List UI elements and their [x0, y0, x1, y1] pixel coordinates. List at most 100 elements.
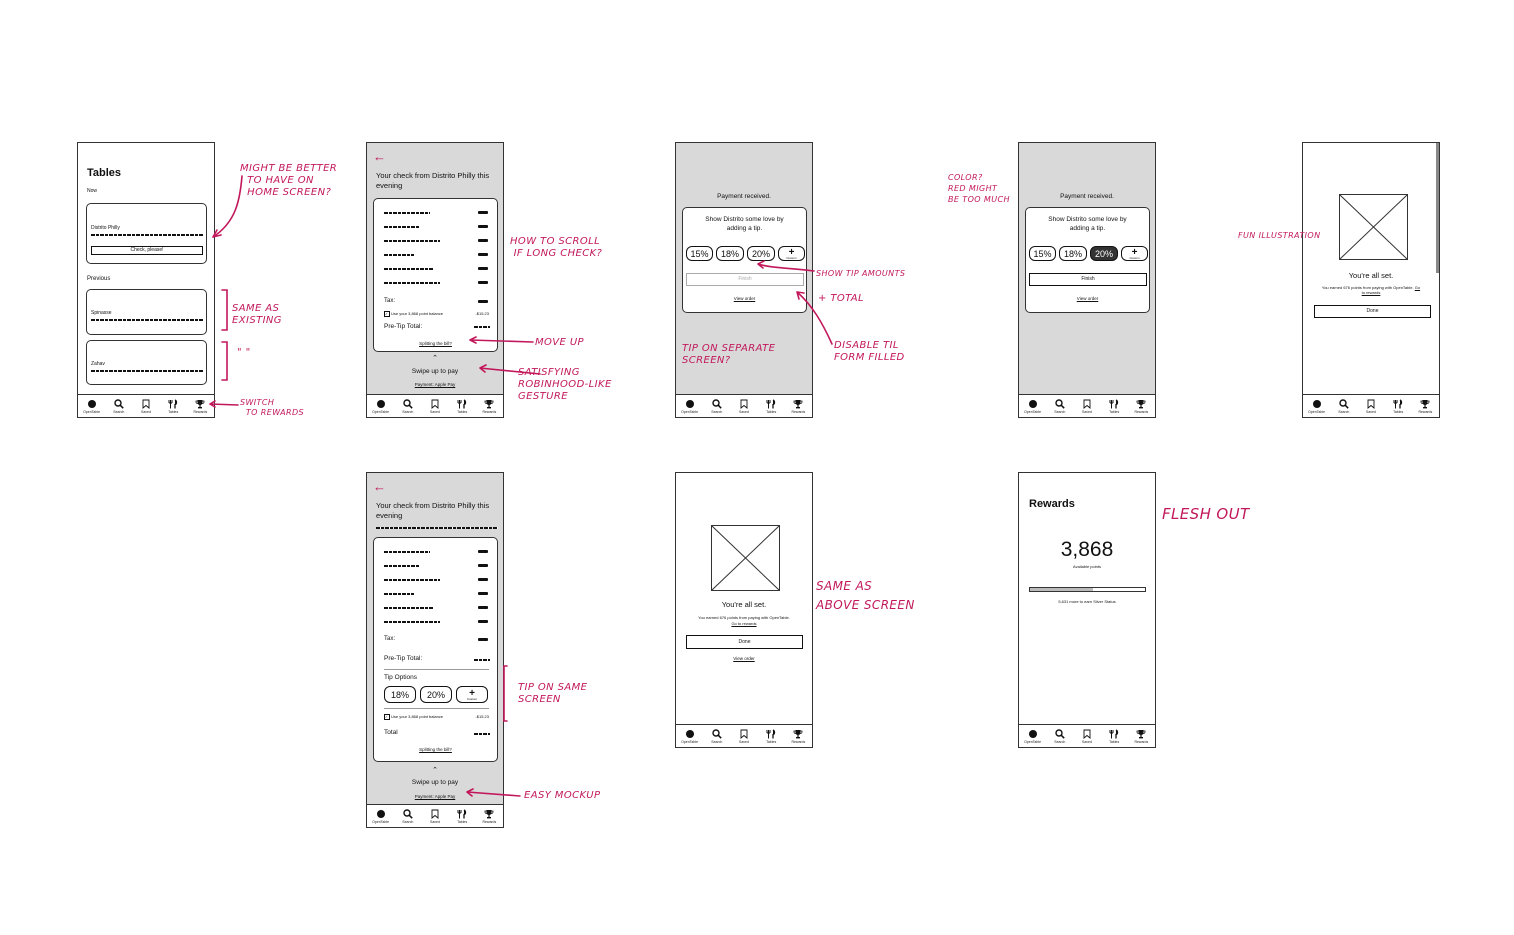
bookmark-icon — [1083, 399, 1091, 410]
tab-rewards[interactable]: Rewards — [786, 399, 811, 414]
dot-icon — [685, 399, 694, 410]
split-bill-link[interactable]: Splitting the bill? — [419, 341, 452, 346]
tab-search[interactable]: Search — [1047, 729, 1072, 744]
check-heading: Your check from Distrito Philly this eve… — [376, 501, 490, 520]
points-checkbox-icon[interactable]: ✓ — [384, 311, 390, 317]
tab-opentable[interactable]: OpenTable — [677, 729, 702, 744]
custom-tip-button[interactable]: + Custom — [778, 246, 805, 261]
go-to-rewards-link[interactable]: Go to rewards — [1361, 285, 1421, 295]
tab-rewards[interactable]: Rewards — [477, 809, 502, 824]
all-set-heading: You're all set. — [1348, 271, 1394, 280]
tip-18-button[interactable]: 18% — [1059, 246, 1087, 261]
tab-opentable[interactable]: OpenTable — [1020, 729, 1045, 744]
tab-search[interactable]: Search — [395, 399, 420, 414]
previous-card-zahav[interactable]: Zahav — [86, 340, 207, 385]
tip-15-button[interactable]: 15% — [1029, 246, 1056, 261]
tab-search[interactable]: Search — [395, 809, 420, 824]
screen-tip-separate: Payment received. Show Distrito some lov… — [675, 142, 813, 418]
tab-rewards[interactable]: Rewards — [1129, 729, 1154, 744]
tab-saved[interactable]: Saved — [1074, 399, 1099, 414]
finish-button-disabled[interactable]: Finish — [686, 273, 804, 286]
tab-tables[interactable]: Tables — [450, 809, 475, 824]
item-price — [478, 239, 488, 242]
back-arrow-icon[interactable]: ← — [373, 479, 386, 494]
tab-rewards[interactable]: Rewards — [1129, 399, 1154, 414]
payment-method-link[interactable]: Payment: Apple Pay — [414, 794, 456, 799]
tip-20-button-selected[interactable]: 20% — [1090, 246, 1118, 261]
custom-tip-button[interactable]: + Custom — [456, 686, 488, 703]
previous-card-spinasse[interactable]: Spinasse — [86, 289, 207, 335]
tab-tables[interactable]: Tables — [1102, 729, 1127, 744]
tab-tables[interactable]: Tables — [161, 399, 186, 414]
tab-search[interactable]: Search — [106, 399, 131, 414]
tab-rewards[interactable]: Rewards — [188, 399, 213, 414]
tab-rewards[interactable]: Rewards — [786, 729, 811, 744]
tab-opentable[interactable]: OpenTable — [1304, 399, 1329, 414]
tab-label: Tables — [168, 409, 179, 414]
tab-opentable[interactable]: OpenTable — [368, 809, 393, 824]
tab-rewards[interactable]: Rewards — [1413, 399, 1438, 414]
tab-tables[interactable]: Tables — [450, 399, 475, 414]
status-more-label: 5,631 more to earn Silver Status — [1058, 599, 1116, 604]
tab-tables[interactable]: Tables — [759, 399, 784, 414]
tab-tables[interactable]: Tables — [1386, 399, 1411, 414]
tab-tables[interactable]: Tables — [759, 729, 784, 744]
check-heading: Your check from Distrito Philly this eve… — [376, 171, 490, 190]
tab-search[interactable]: Search — [704, 399, 729, 414]
tab-search[interactable]: Search — [1047, 399, 1072, 414]
split-bill-link[interactable]: Splitting the bill? — [419, 747, 452, 752]
scrollbar[interactable] — [1436, 143, 1439, 273]
view-order-link[interactable]: View order — [1076, 296, 1099, 301]
swipe-up-label[interactable]: Swipe up to pay — [411, 368, 459, 375]
finish-button[interactable]: Finish — [1029, 273, 1147, 286]
tab-saved[interactable]: Saved — [731, 729, 756, 744]
tip-18-button[interactable]: 18% — [384, 686, 416, 703]
swipe-up-label[interactable]: Swipe up to pay — [411, 779, 459, 786]
tab-saved[interactable]: Saved — [422, 809, 447, 824]
tab-opentable[interactable]: OpenTable — [677, 399, 702, 414]
now-reservation-card[interactable]: Distrito Philly Check, please! — [86, 203, 207, 264]
view-order-link[interactable]: View order — [733, 296, 756, 301]
custom-label: Custom — [1129, 255, 1140, 260]
tab-opentable[interactable]: OpenTable — [79, 399, 104, 414]
tip-20-button[interactable]: 20% — [747, 246, 775, 261]
tab-search[interactable]: Search — [1331, 399, 1356, 414]
bookmark-icon — [740, 729, 748, 740]
points-checkbox-icon[interactable]: ✓ — [384, 714, 390, 720]
bookmark-icon — [431, 809, 439, 820]
tab-tables[interactable]: Tables — [1102, 399, 1127, 414]
points-earned-text: You earned 676 points from paying with O… — [1303, 285, 1439, 295]
tip-15-button[interactable]: 15% — [686, 246, 713, 261]
tab-opentable[interactable]: OpenTable — [368, 399, 393, 414]
screen-check-with-tips: ← Your check from Distrito Philly this e… — [366, 472, 504, 828]
item-price — [478, 267, 488, 270]
tip-20-button[interactable]: 20% — [420, 686, 452, 703]
tip-18-button[interactable]: 18% — [716, 246, 744, 261]
bookmark-icon — [431, 399, 439, 410]
tab-saved[interactable]: Saved — [1358, 399, 1383, 414]
tab-search[interactable]: Search — [704, 729, 729, 744]
payment-method-link[interactable]: Payment: Apple Pay — [414, 382, 456, 387]
tab-saved[interactable]: Saved — [133, 399, 158, 414]
restaurant-name: Distrito Philly — [91, 225, 120, 231]
tab-label: OpenTable — [372, 409, 390, 414]
tab-label: Search — [402, 409, 414, 414]
points-earned-text: You earned 676 points from paying with O… — [676, 615, 812, 627]
tab-saved[interactable]: Saved — [1074, 729, 1099, 744]
go-to-rewards-link[interactable]: Go to rewards — [731, 621, 757, 626]
points-amount: -$15.23 — [475, 311, 489, 316]
done-button[interactable]: Done — [686, 635, 803, 649]
placeholder-cross-icon — [1339, 194, 1408, 260]
custom-tip-button[interactable]: + Custom — [1121, 246, 1148, 261]
done-button[interactable]: Done — [1314, 305, 1431, 318]
back-arrow-icon[interactable]: ← — [373, 149, 386, 164]
tab-saved[interactable]: Saved — [731, 399, 756, 414]
tab-rewards[interactable]: Rewards — [477, 399, 502, 414]
tab-opentable[interactable]: OpenTable — [1020, 399, 1045, 414]
check-please-button[interactable]: Check, please! — [91, 246, 203, 255]
tab-saved[interactable]: Saved — [422, 399, 447, 414]
tab-label: Saved — [141, 409, 151, 414]
view-order-link[interactable]: View order — [733, 656, 755, 661]
